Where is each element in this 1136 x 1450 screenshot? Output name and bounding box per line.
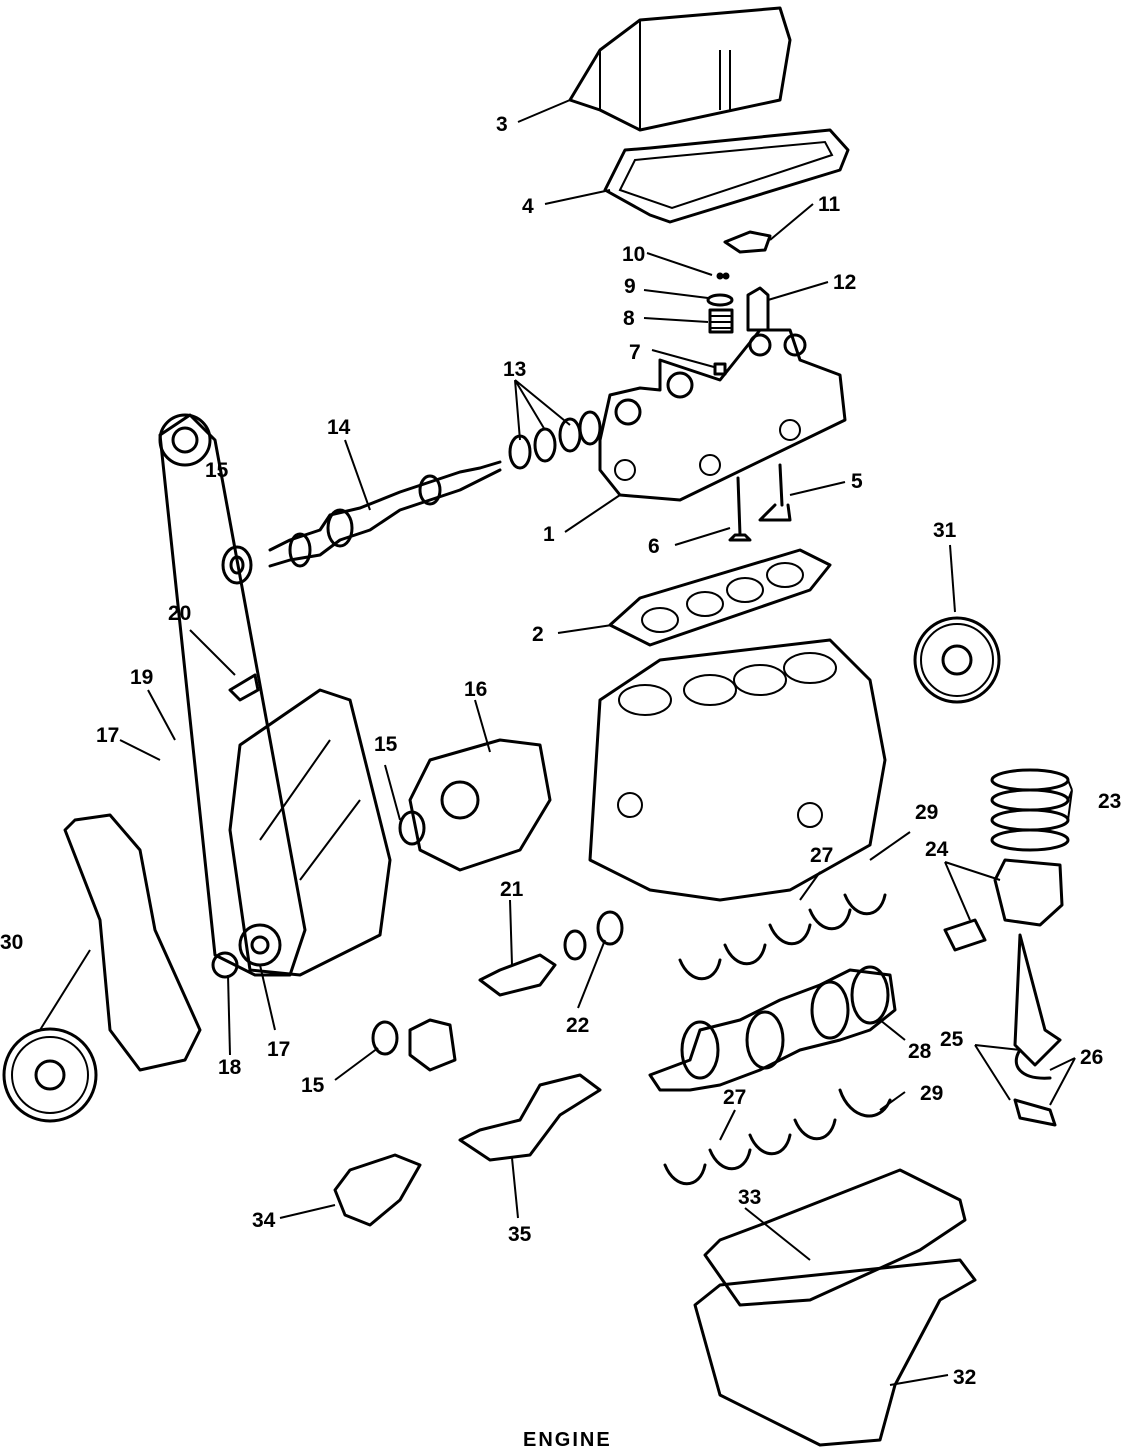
oil-pump-drawing [398,738,552,872]
shaft-seal-drawing [371,1020,399,1056]
timing-belt-cover-drawing [63,813,202,1072]
callout-30: 30 [0,931,23,954]
auxiliary-shaft-drawing [478,910,624,997]
callout-29-bottom: 29 [920,1082,943,1105]
callout-14: 14 [327,416,351,439]
callout-17-bottom: 17 [267,1038,290,1061]
valve-cover-gasket-drawing [603,128,850,224]
callout-21: 21 [500,878,524,901]
callout-27-bottom: 27 [723,1086,746,1109]
callout-28: 28 [908,1040,932,1063]
flywheel-drawing [913,616,1001,704]
oil-filter-adapter-drawing [333,1153,422,1227]
cylinder-head-drawing [598,328,847,502]
leader-lines [39,99,1076,1386]
callout-3: 3 [496,113,508,136]
callout-22: 22 [566,1014,589,1037]
timing-cover-drawing [228,688,392,977]
callout-10: 10 [622,243,645,266]
oil-pan-drawing [693,1168,977,1447]
callout-6: 6 [648,535,660,558]
crank-pulley-drawing [2,1027,98,1123]
valve-cover-drawing [568,6,792,132]
diagram-caption: ENGINE [523,1429,612,1450]
tensioner-bracket-drawing [228,673,260,702]
callout-13: 13 [503,358,526,381]
callout-26: 26 [1080,1046,1103,1069]
camshaft-drawing [221,410,602,585]
callout-24: 24 [925,838,949,861]
callout-31: 31 [933,519,957,542]
timing-belt-drawing [158,413,307,979]
callout-32: 32 [953,1366,976,1389]
callout-27-top: 27 [810,844,833,867]
callout-12: 12 [833,271,856,294]
callout-15-front: 15 [374,733,398,756]
callout-17-top: 17 [96,724,119,747]
lifter-drawing [746,286,770,332]
crankshaft-drawing [648,965,897,1092]
callout-35: 35 [508,1223,532,1246]
valve-spring-parts-drawing [706,272,734,376]
callout-20: 20 [168,602,191,625]
valves-drawing [728,463,792,542]
callout-8: 8 [623,307,635,330]
callout-9: 9 [624,275,636,298]
aux-sprocket-drawing [408,1018,457,1072]
callout-7: 7 [629,341,641,364]
rocker-arm-drawing [723,230,772,254]
callout-11: 11 [818,193,841,216]
callout-2: 2 [532,623,544,646]
callout-19: 19 [130,666,153,689]
callout-18: 18 [218,1056,242,1079]
callout-15-cam: 15 [205,459,229,482]
piston-assembly-drawing [943,768,1070,1127]
callout-29-top: 29 [915,801,938,824]
engine-block-drawing [588,638,887,902]
callout-4: 4 [522,195,534,218]
callout-15-aux: 15 [301,1074,325,1097]
callout-5: 5 [851,470,863,493]
callout-16: 16 [464,678,487,701]
head-gasket-drawing [608,548,832,647]
callout-1: 1 [543,523,555,546]
main-bearings-drawing [663,893,892,1186]
callout-34: 34 [252,1209,276,1232]
callout-23: 23 [1098,790,1121,813]
oil-pickup-drawing [458,1073,602,1162]
callout-25: 25 [940,1028,964,1051]
callout-33: 33 [738,1186,761,1209]
